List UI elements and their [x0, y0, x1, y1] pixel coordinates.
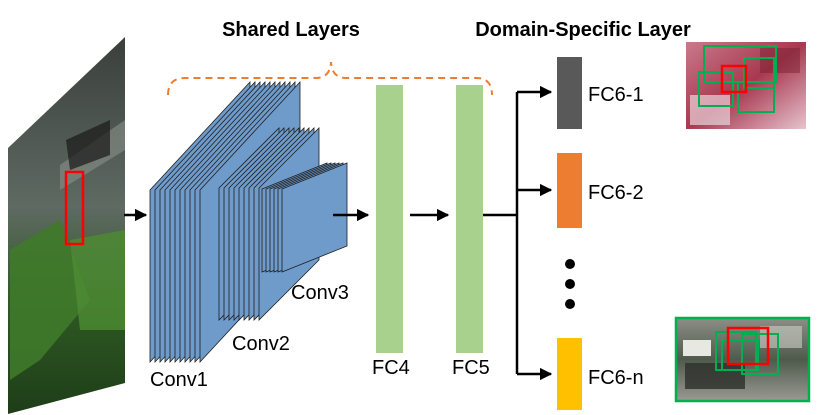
conv3-feature-map: [281, 162, 348, 273]
ellipsis-dots: [565, 259, 575, 309]
fc5-label: FC5: [452, 357, 490, 379]
fc6-n-layer: [557, 338, 582, 410]
fc6-1-label: FC6-1: [588, 84, 644, 106]
input-frame: [8, 37, 125, 414]
domain-n-sample-image: [674, 316, 811, 403]
target-box: [64, 170, 85, 246]
fc6-n-label: FC6-n: [588, 367, 644, 389]
conv3-label: Conv3: [291, 282, 349, 304]
fc4-layer: [376, 85, 403, 353]
domain-specific-heading: Domain-Specific Layer: [475, 19, 691, 41]
fc6-1-layer: [557, 57, 582, 129]
shared-layers-brace: [167, 61, 493, 96]
domain-1-sample-image: [686, 42, 806, 129]
fc5-layer: [456, 85, 483, 353]
conv1-label: Conv1: [150, 369, 208, 391]
shared-layers-heading: Shared Layers: [222, 19, 360, 41]
conv2-label: Conv2: [232, 333, 290, 355]
fc6-2-layer: [557, 153, 582, 228]
fc4-label: FC4: [372, 357, 410, 379]
fc6-2-label: FC6-2: [588, 182, 644, 204]
branch-connector: [483, 85, 553, 381]
conv3-stack: [261, 162, 348, 273]
